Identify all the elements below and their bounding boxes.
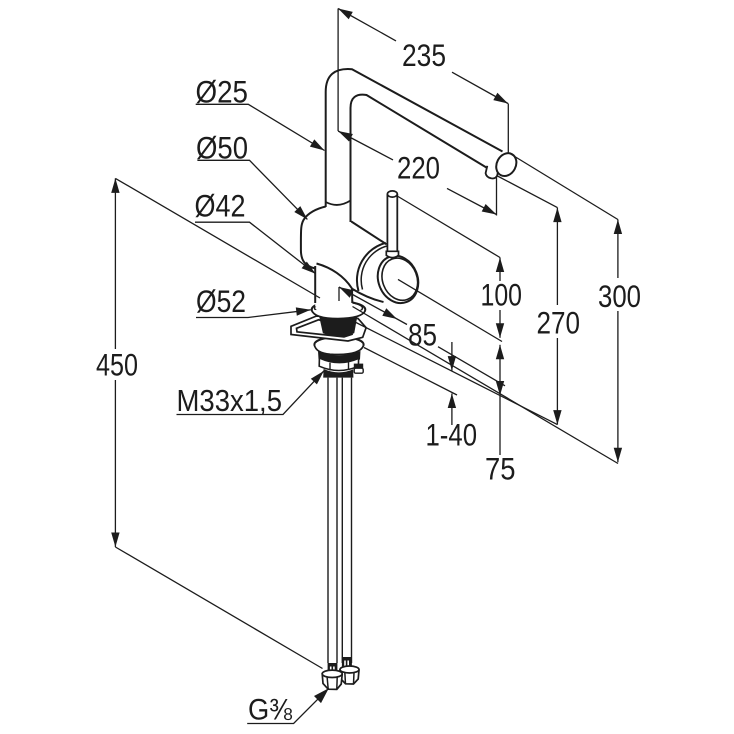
svg-text:75: 75 (485, 451, 516, 487)
svg-text:235: 235 (402, 37, 446, 73)
svg-text:Ø42: Ø42 (195, 188, 246, 224)
svg-text:220: 220 (397, 150, 440, 186)
svg-text:Ø52: Ø52 (196, 283, 246, 319)
svg-text:270: 270 (537, 305, 581, 341)
svg-text:G⅜: G⅜ (248, 694, 292, 727)
svg-text:450: 450 (96, 347, 138, 383)
svg-text:Ø25: Ø25 (196, 74, 249, 110)
svg-text:Ø50: Ø50 (196, 130, 248, 166)
svg-text:M33x1,5: M33x1,5 (177, 383, 283, 418)
svg-text:85: 85 (408, 317, 437, 353)
svg-text:1-40: 1-40 (426, 417, 478, 453)
svg-text:300: 300 (598, 278, 641, 314)
svg-text:100: 100 (481, 277, 523, 313)
